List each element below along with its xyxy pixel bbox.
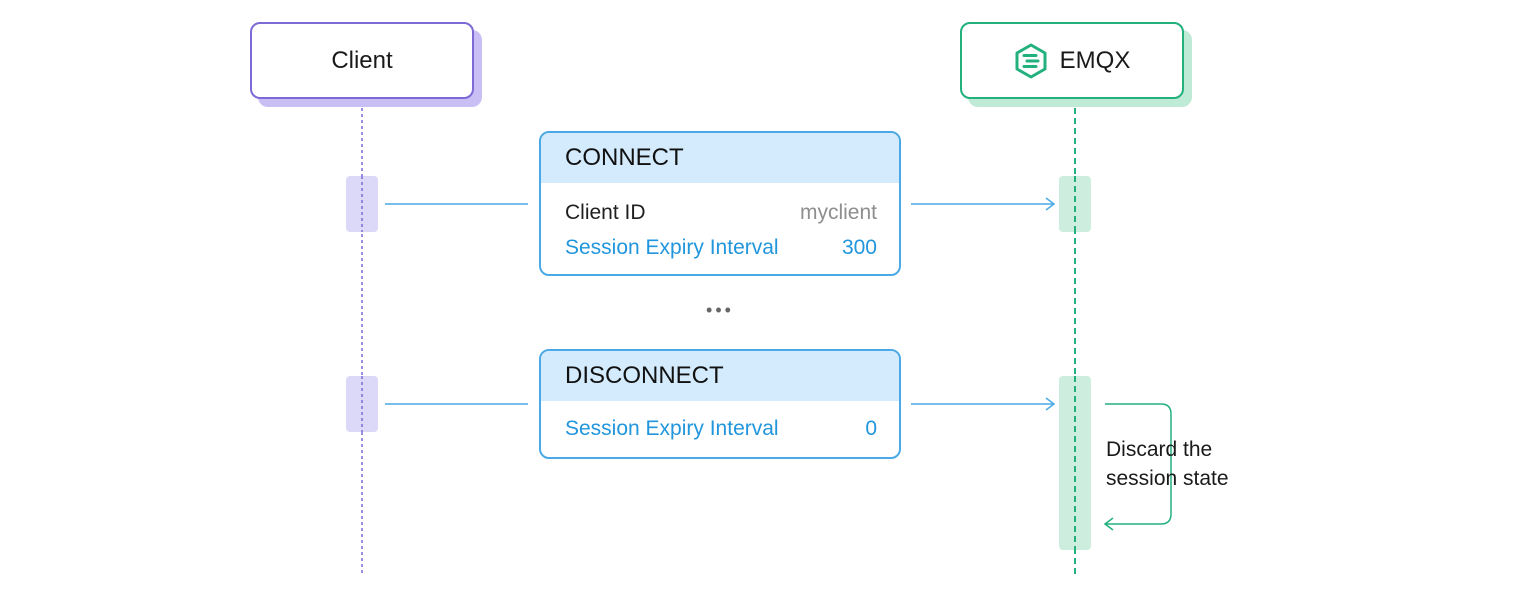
emqx-activation-disconnect [1059, 376, 1091, 550]
connect-title: CONNECT [541, 133, 899, 183]
connect-arrowhead [1045, 197, 1056, 211]
connect-expiry-row: Session Expiry Interval 300 [541, 230, 899, 265]
disconnect-packet: DISCONNECT Session Expiry Interval 0 [539, 349, 901, 459]
client-id-key: Client ID [565, 200, 646, 224]
emqx-label: EMQX [1059, 46, 1131, 74]
client-participant: Client [250, 22, 474, 99]
client-id-value: myclient [799, 200, 877, 224]
connect-packet: CONNECT Client ID myclient Session Expir… [539, 131, 901, 276]
ellipsis: ••• [706, 300, 734, 320]
client-activation-connect [346, 176, 378, 232]
client-id-row: Client ID myclient [541, 195, 899, 230]
self-loop-arrow [1105, 403, 1172, 525]
emqx-activation-connect [1059, 176, 1091, 232]
connect-expiry-value: 300 [841, 235, 877, 259]
emqx-participant: EMQX [960, 22, 1184, 99]
emqx-logo-icon [1015, 43, 1047, 78]
self-loop-arrowhead [1103, 517, 1114, 531]
disconnect-arrowhead [1045, 397, 1056, 411]
discard-session-note: Discard the session state [1106, 435, 1229, 493]
note-line-2: session state [1106, 467, 1229, 490]
note-line-1: Discard the [1106, 438, 1213, 461]
disconnect-expiry-row: Session Expiry Interval 0 [541, 411, 899, 446]
disconnect-expiry-value: 0 [865, 416, 877, 440]
disconnect-expiry-key: Session Expiry Interval [565, 416, 779, 440]
disconnect-title: DISCONNECT [541, 351, 899, 401]
client-label: Client [331, 46, 393, 74]
client-activation-disconnect [346, 376, 378, 432]
connect-expiry-key: Session Expiry Interval [565, 235, 779, 259]
